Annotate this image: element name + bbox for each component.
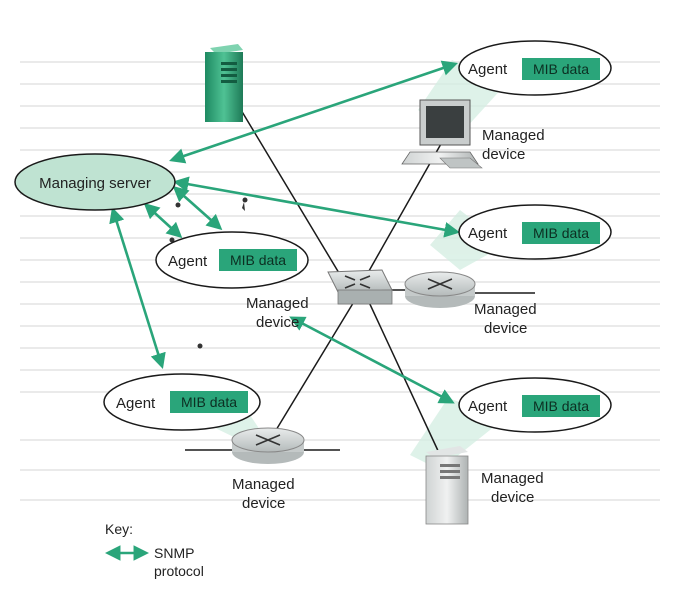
- agent-label: Agent: [468, 398, 508, 415]
- snmp-arrow-agent-mid: [172, 176, 461, 238]
- snmp-arrow-agent-center-a: [172, 185, 223, 231]
- network-switch-icon: [327, 269, 393, 305]
- snmp-arrow-agent-bottom: [289, 316, 455, 404]
- snmp-arrow-agent-left: [109, 207, 166, 369]
- managing-server[interactable]: Managing server: [14, 153, 176, 211]
- snmp-arrow-agent-top: [169, 60, 458, 164]
- legend-key: Key: SNMP protocol: [104, 521, 204, 579]
- mib-data-label: MIB data: [533, 61, 589, 77]
- snmp-arrows: [109, 60, 461, 404]
- mib-data-box: [219, 249, 297, 271]
- mib-data-box: [170, 391, 248, 413]
- managed-device-label-4a: Managed: [232, 476, 295, 493]
- managed-device-label-3b: device: [484, 320, 527, 337]
- agent-node-mid-right[interactable]: Agent MIB data: [458, 204, 612, 260]
- agent-node-top[interactable]: Agent MIB data: [458, 40, 612, 96]
- mib-data-label: MIB data: [533, 398, 589, 414]
- agent-label: Agent: [468, 225, 508, 242]
- mib-data-label: MIB data: [230, 252, 286, 268]
- managed-device-label-3a: Managed: [474, 301, 537, 318]
- agent-node-left[interactable]: Agent MIB data: [103, 373, 261, 431]
- key-protocol-line2: protocol: [154, 563, 204, 579]
- router-icon: [231, 427, 305, 464]
- snmp-arrow-agent-center-b: [143, 202, 183, 239]
- agent-label: Agent: [168, 253, 208, 270]
- agent-node-center[interactable]: Agent MIB data: [155, 231, 309, 289]
- managed-device-label-4b: device: [242, 495, 285, 512]
- mib-data-label: MIB data: [181, 394, 237, 410]
- mib-data-label: MIB data: [533, 225, 589, 241]
- managed-device-label-2b: device: [256, 314, 299, 331]
- mib-data-box: [522, 58, 600, 80]
- managed-device-label-2a: Managed: [246, 295, 309, 312]
- runner-figures: [169, 197, 248, 349]
- managed-device-label-1a: Managed: [482, 127, 545, 144]
- agent-label: Agent: [116, 395, 156, 412]
- agent-label: Agent: [468, 61, 508, 78]
- managing-server-label: Managing server: [39, 175, 151, 192]
- key-title: Key:: [105, 521, 133, 537]
- server-tower-icon: [205, 44, 243, 122]
- managed-device-label-1b: device: [482, 146, 525, 163]
- agent-node-bottom-right[interactable]: Agent MIB data: [458, 377, 612, 433]
- managed-device-label-5a: Managed: [481, 470, 544, 487]
- key-protocol-line1: SNMP: [154, 545, 194, 561]
- mib-data-box: [522, 395, 600, 417]
- router-icon: [404, 271, 476, 308]
- managed-device-label-5b: device: [491, 489, 534, 506]
- server-tower-icon: [425, 446, 469, 525]
- mib-data-box: [522, 222, 600, 244]
- desktop-computer-icon: [401, 99, 483, 169]
